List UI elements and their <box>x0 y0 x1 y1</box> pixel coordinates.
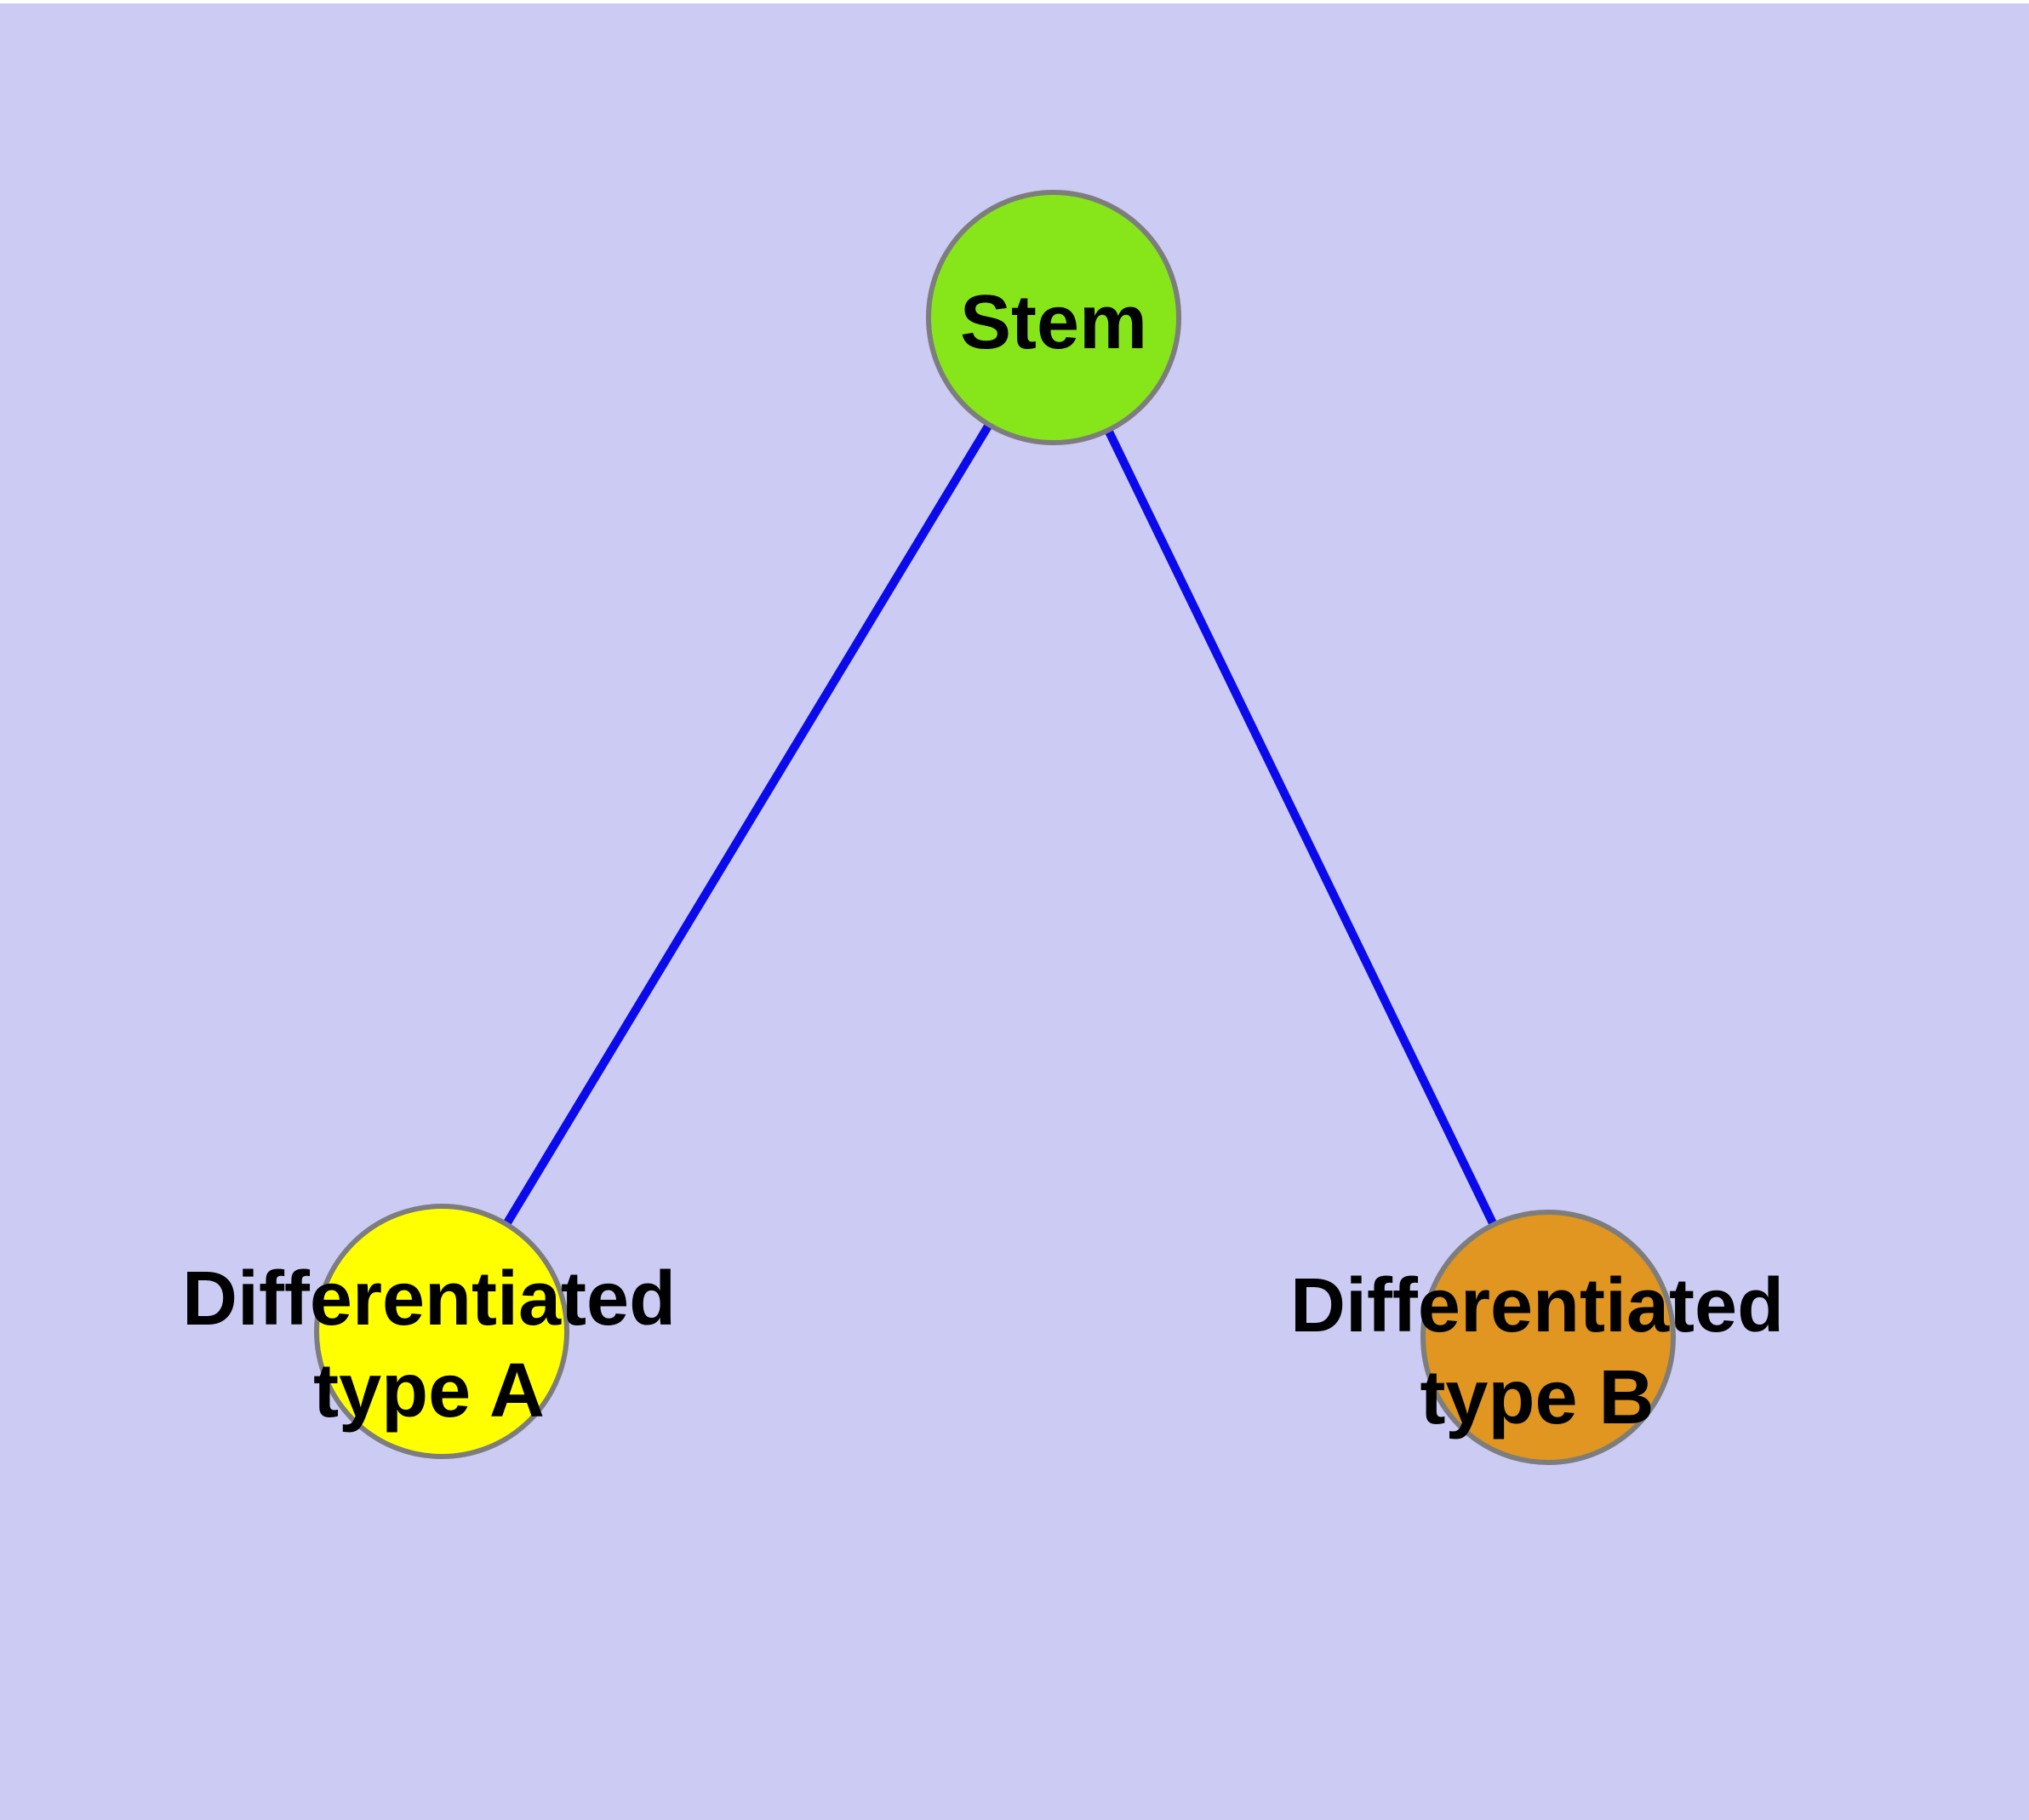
node-type-a-label-line2: type A <box>313 1348 545 1434</box>
node-type-a-label-line1: Differentiated <box>181 1256 677 1342</box>
node-type-b-label-line2: type B <box>1420 1355 1655 1440</box>
node-differentiated-type-a[interactable] <box>314 1204 569 1459</box>
node-type-b-label: Differentiated type B <box>1290 1260 1784 1444</box>
node-stem[interactable] <box>926 190 1181 445</box>
node-type-b-label-line1: Differentiated <box>1289 1263 1785 1348</box>
node-stem-label-text: Stem <box>959 280 1148 365</box>
node-stem-label: Stem <box>960 277 1147 369</box>
node-type-a-label: Differentiated type A <box>182 1253 676 1437</box>
edge-stem-to-type-b <box>1049 315 1552 1340</box>
page-top-margin <box>0 0 2029 3</box>
edge-stem-to-type-a <box>437 315 1058 1334</box>
node-differentiated-type-b[interactable] <box>1420 1210 1676 1465</box>
